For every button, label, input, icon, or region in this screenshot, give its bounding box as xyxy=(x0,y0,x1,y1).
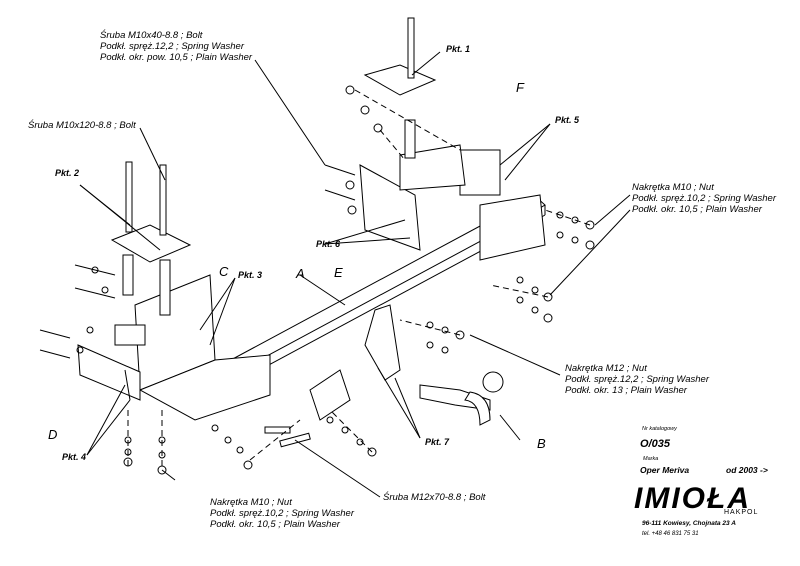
bracket-c xyxy=(114,274,271,421)
company-address: 96-111 Kowiesy, Chojnata 23 A xyxy=(642,520,736,527)
label-line: Śruba M10x40-8.8 ; Bolt xyxy=(100,30,203,41)
model-date: od 2003 -> xyxy=(726,465,768,475)
letter-c: C xyxy=(219,264,229,279)
letter-d: D xyxy=(48,427,58,442)
catalog-label: Nr katalogowy xyxy=(642,426,677,432)
bracket-d xyxy=(77,344,141,401)
imiola-logo: IMIOŁA xyxy=(634,482,751,515)
plate-pkt2 xyxy=(110,224,192,263)
letter-f: F xyxy=(516,80,524,95)
catalog-number: O/035 xyxy=(640,438,670,450)
assembly-lines xyxy=(127,89,591,470)
letter-e: E xyxy=(334,265,343,280)
pkt-5: Pkt. 5 xyxy=(555,115,580,125)
bolts-horizontal xyxy=(39,164,356,359)
label-nut-m10-bottom: Nakrętka M10 ; Nut Podkł. spręż.10,2 ; S… xyxy=(210,497,354,530)
label-nut-m10-right: Nakrętka M10 ; Nut Podkł. spręż.10,2 ; S… xyxy=(632,182,776,215)
label-bolt-m10x120: Śruba M10x120-8.8 ; Bolt xyxy=(28,120,136,131)
label-line: Nakrętka M10 ; Nut xyxy=(210,497,292,508)
letter-a: A xyxy=(296,266,305,281)
label-line: Śruba M10x120-8.8 ; Bolt xyxy=(28,120,136,131)
pkt-2: Pkt. 2 xyxy=(55,168,80,178)
label-line: Podkł. spręż.12,2 ; Spring Washer xyxy=(565,374,709,385)
make-label: Marka xyxy=(643,456,659,462)
label-line: Nakrętka M12 ; Nut xyxy=(565,363,647,374)
label-bolt-m12x70: Śruba M12x70-8.8 ; Bolt xyxy=(383,492,485,503)
plate-pkt1 xyxy=(363,64,437,96)
company-phone: tel. +48 46 831 75 31 xyxy=(642,531,699,537)
label-line: Podkł. okr. 13 ; Plain Washer xyxy=(565,385,687,396)
center-plate xyxy=(309,369,351,421)
label-bolt-m10x40: Śruba M10x40-8.8 ; Bolt Podkł. spręż.12,… xyxy=(100,30,252,63)
label-line: Podkł. okr. 10,5 ; Plain Washer xyxy=(632,204,762,215)
pkt-7: Pkt. 7 xyxy=(425,437,450,447)
washers-nuts xyxy=(76,85,595,475)
pkt-1: Pkt. 1 xyxy=(446,44,471,54)
bolts-vertical xyxy=(122,17,416,316)
letter-b: B xyxy=(537,436,546,451)
hakpol-logo-sub: HAKPOL xyxy=(724,509,759,516)
center-bracket xyxy=(364,304,401,381)
label-line: Podkł. spręż.10,2 ; Spring Washer xyxy=(210,508,354,519)
bracket-f xyxy=(359,144,546,261)
model-name: Oper Meriva xyxy=(640,465,690,475)
label-line: Śruba M12x70-8.8 ; Bolt xyxy=(383,492,486,503)
leader-lines xyxy=(79,51,631,498)
pkt-6: Pkt. 6 xyxy=(316,239,341,249)
bolt-m12 xyxy=(264,426,311,448)
pkt-3: Pkt. 3 xyxy=(238,270,263,280)
label-nut-m12: Nakrętka M12 ; Nut Podkł. spręż.12,2 ; S… xyxy=(565,363,709,396)
label-line: Podkł. okr. 10,5 ; Plain Washer xyxy=(210,519,340,530)
label-line: Nakrętka M10 ; Nut xyxy=(632,182,714,193)
label-line: Podkł. spręż.12,2 ; Spring Washer xyxy=(100,41,244,52)
label-line: Podkł. spręż.10,2 ; Spring Washer xyxy=(632,193,776,204)
label-line: Podkł. okr. pow. 10,5 ; Plain Washer xyxy=(100,52,253,63)
towball-b xyxy=(419,371,504,426)
pkt-4: Pkt. 4 xyxy=(62,452,87,462)
